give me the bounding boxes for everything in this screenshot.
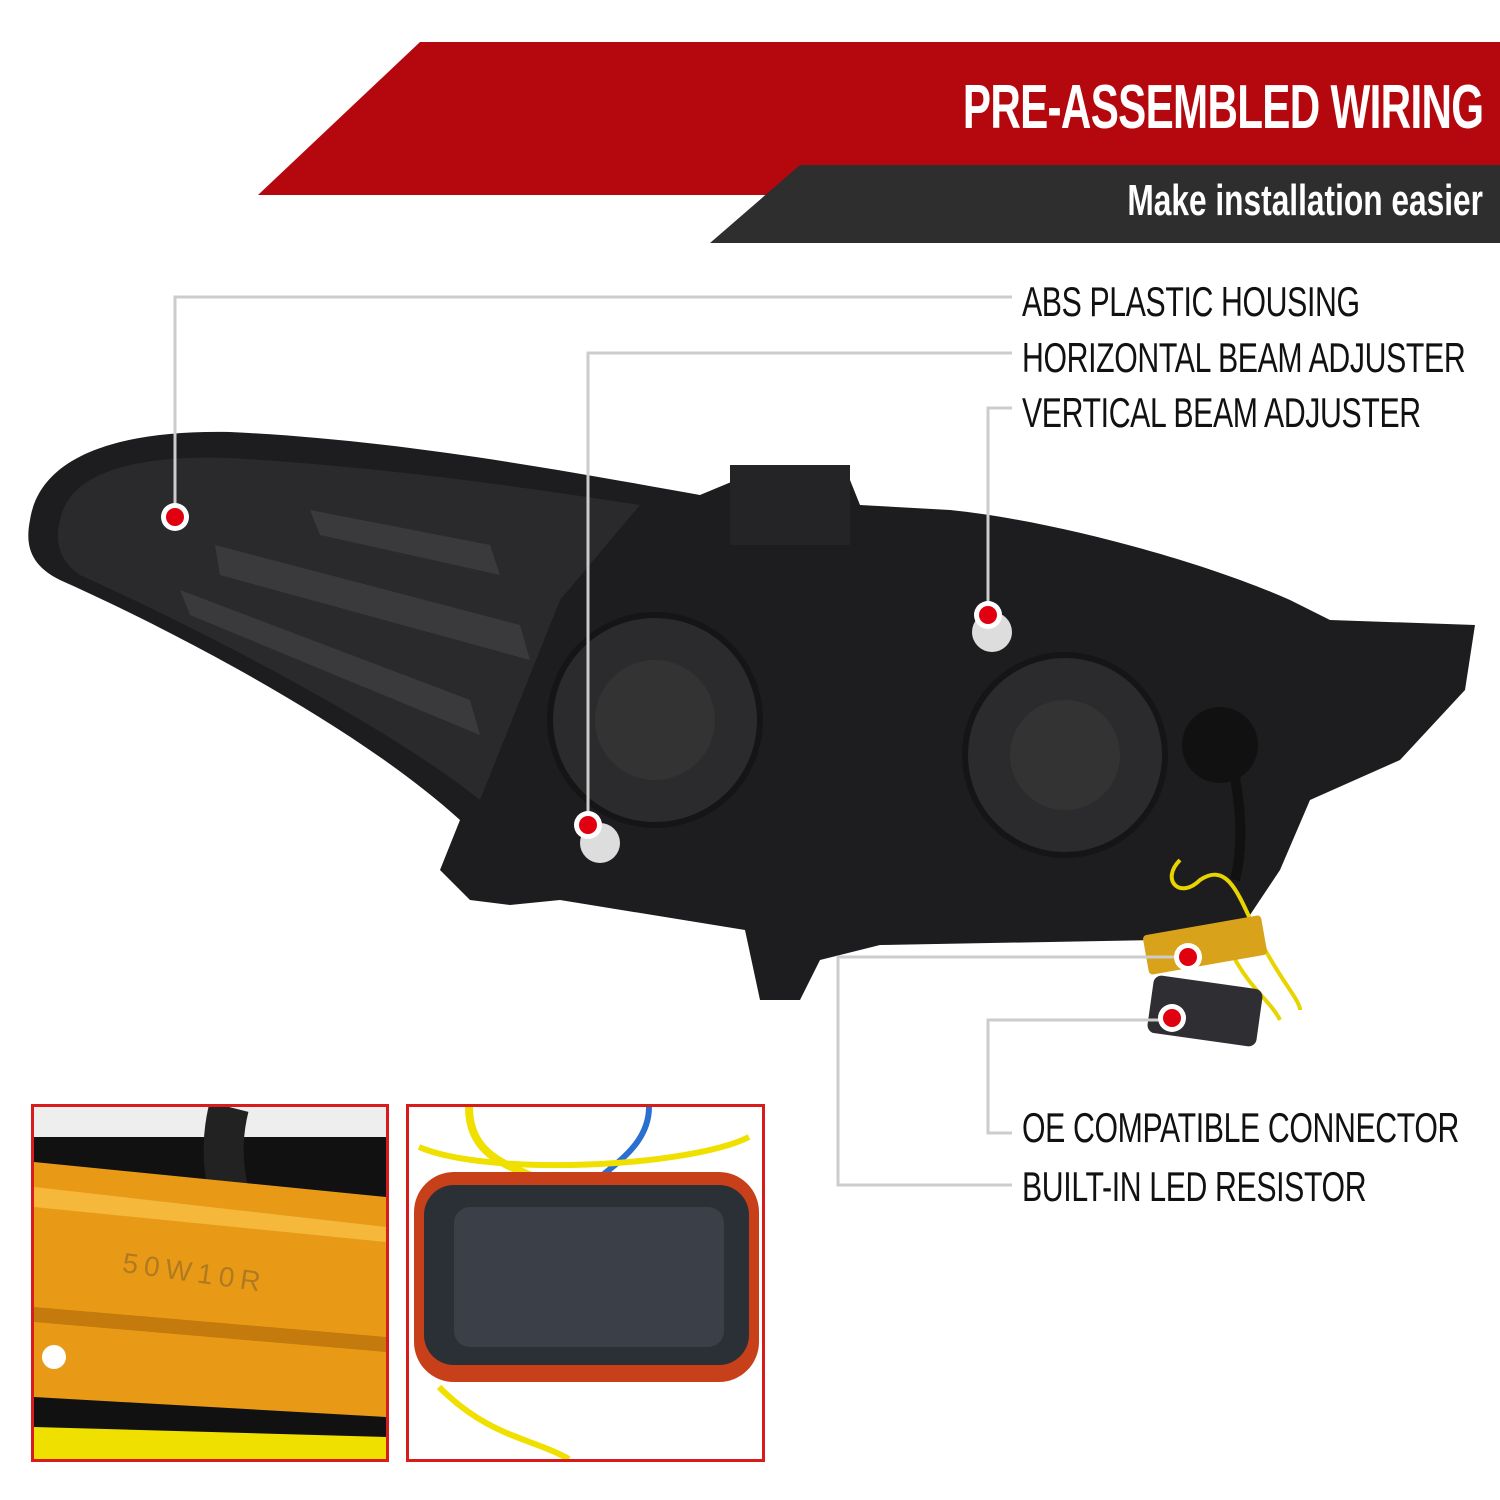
banner-subtitle: Make installation easier <box>1127 176 1483 225</box>
marker-housing <box>161 503 189 531</box>
banner-title: PRE-ASSEMBLED WIRING <box>962 73 1484 142</box>
leader-lines <box>173 295 1188 1187</box>
label-abs-housing: ABS PLASTIC HOUSING <box>1022 278 1360 325</box>
headlight-image <box>28 431 1476 1047</box>
label-horizontal-adjuster: HORIZONTAL BEAM ADJUSTER <box>1022 334 1466 381</box>
label-oe-connector: OE COMPATIBLE CONNECTOR <box>1022 1104 1459 1151</box>
label-vertical-adjuster: VERTICAL BEAM ADJUSTER <box>1022 389 1421 436</box>
red-banner <box>258 42 1500 195</box>
marker-resistor <box>1174 943 1202 971</box>
inset-resistor: 50W10R <box>31 1104 389 1462</box>
marker-connector <box>1158 1004 1186 1032</box>
markers <box>161 503 1202 1032</box>
inset-connector <box>406 1104 765 1462</box>
marker-vertical-adjuster <box>974 601 1002 629</box>
marker-horizontal-adjuster <box>574 811 602 839</box>
label-led-resistor: BUILT-IN LED RESISTOR <box>1022 1163 1367 1210</box>
dark-banner <box>710 165 1500 243</box>
